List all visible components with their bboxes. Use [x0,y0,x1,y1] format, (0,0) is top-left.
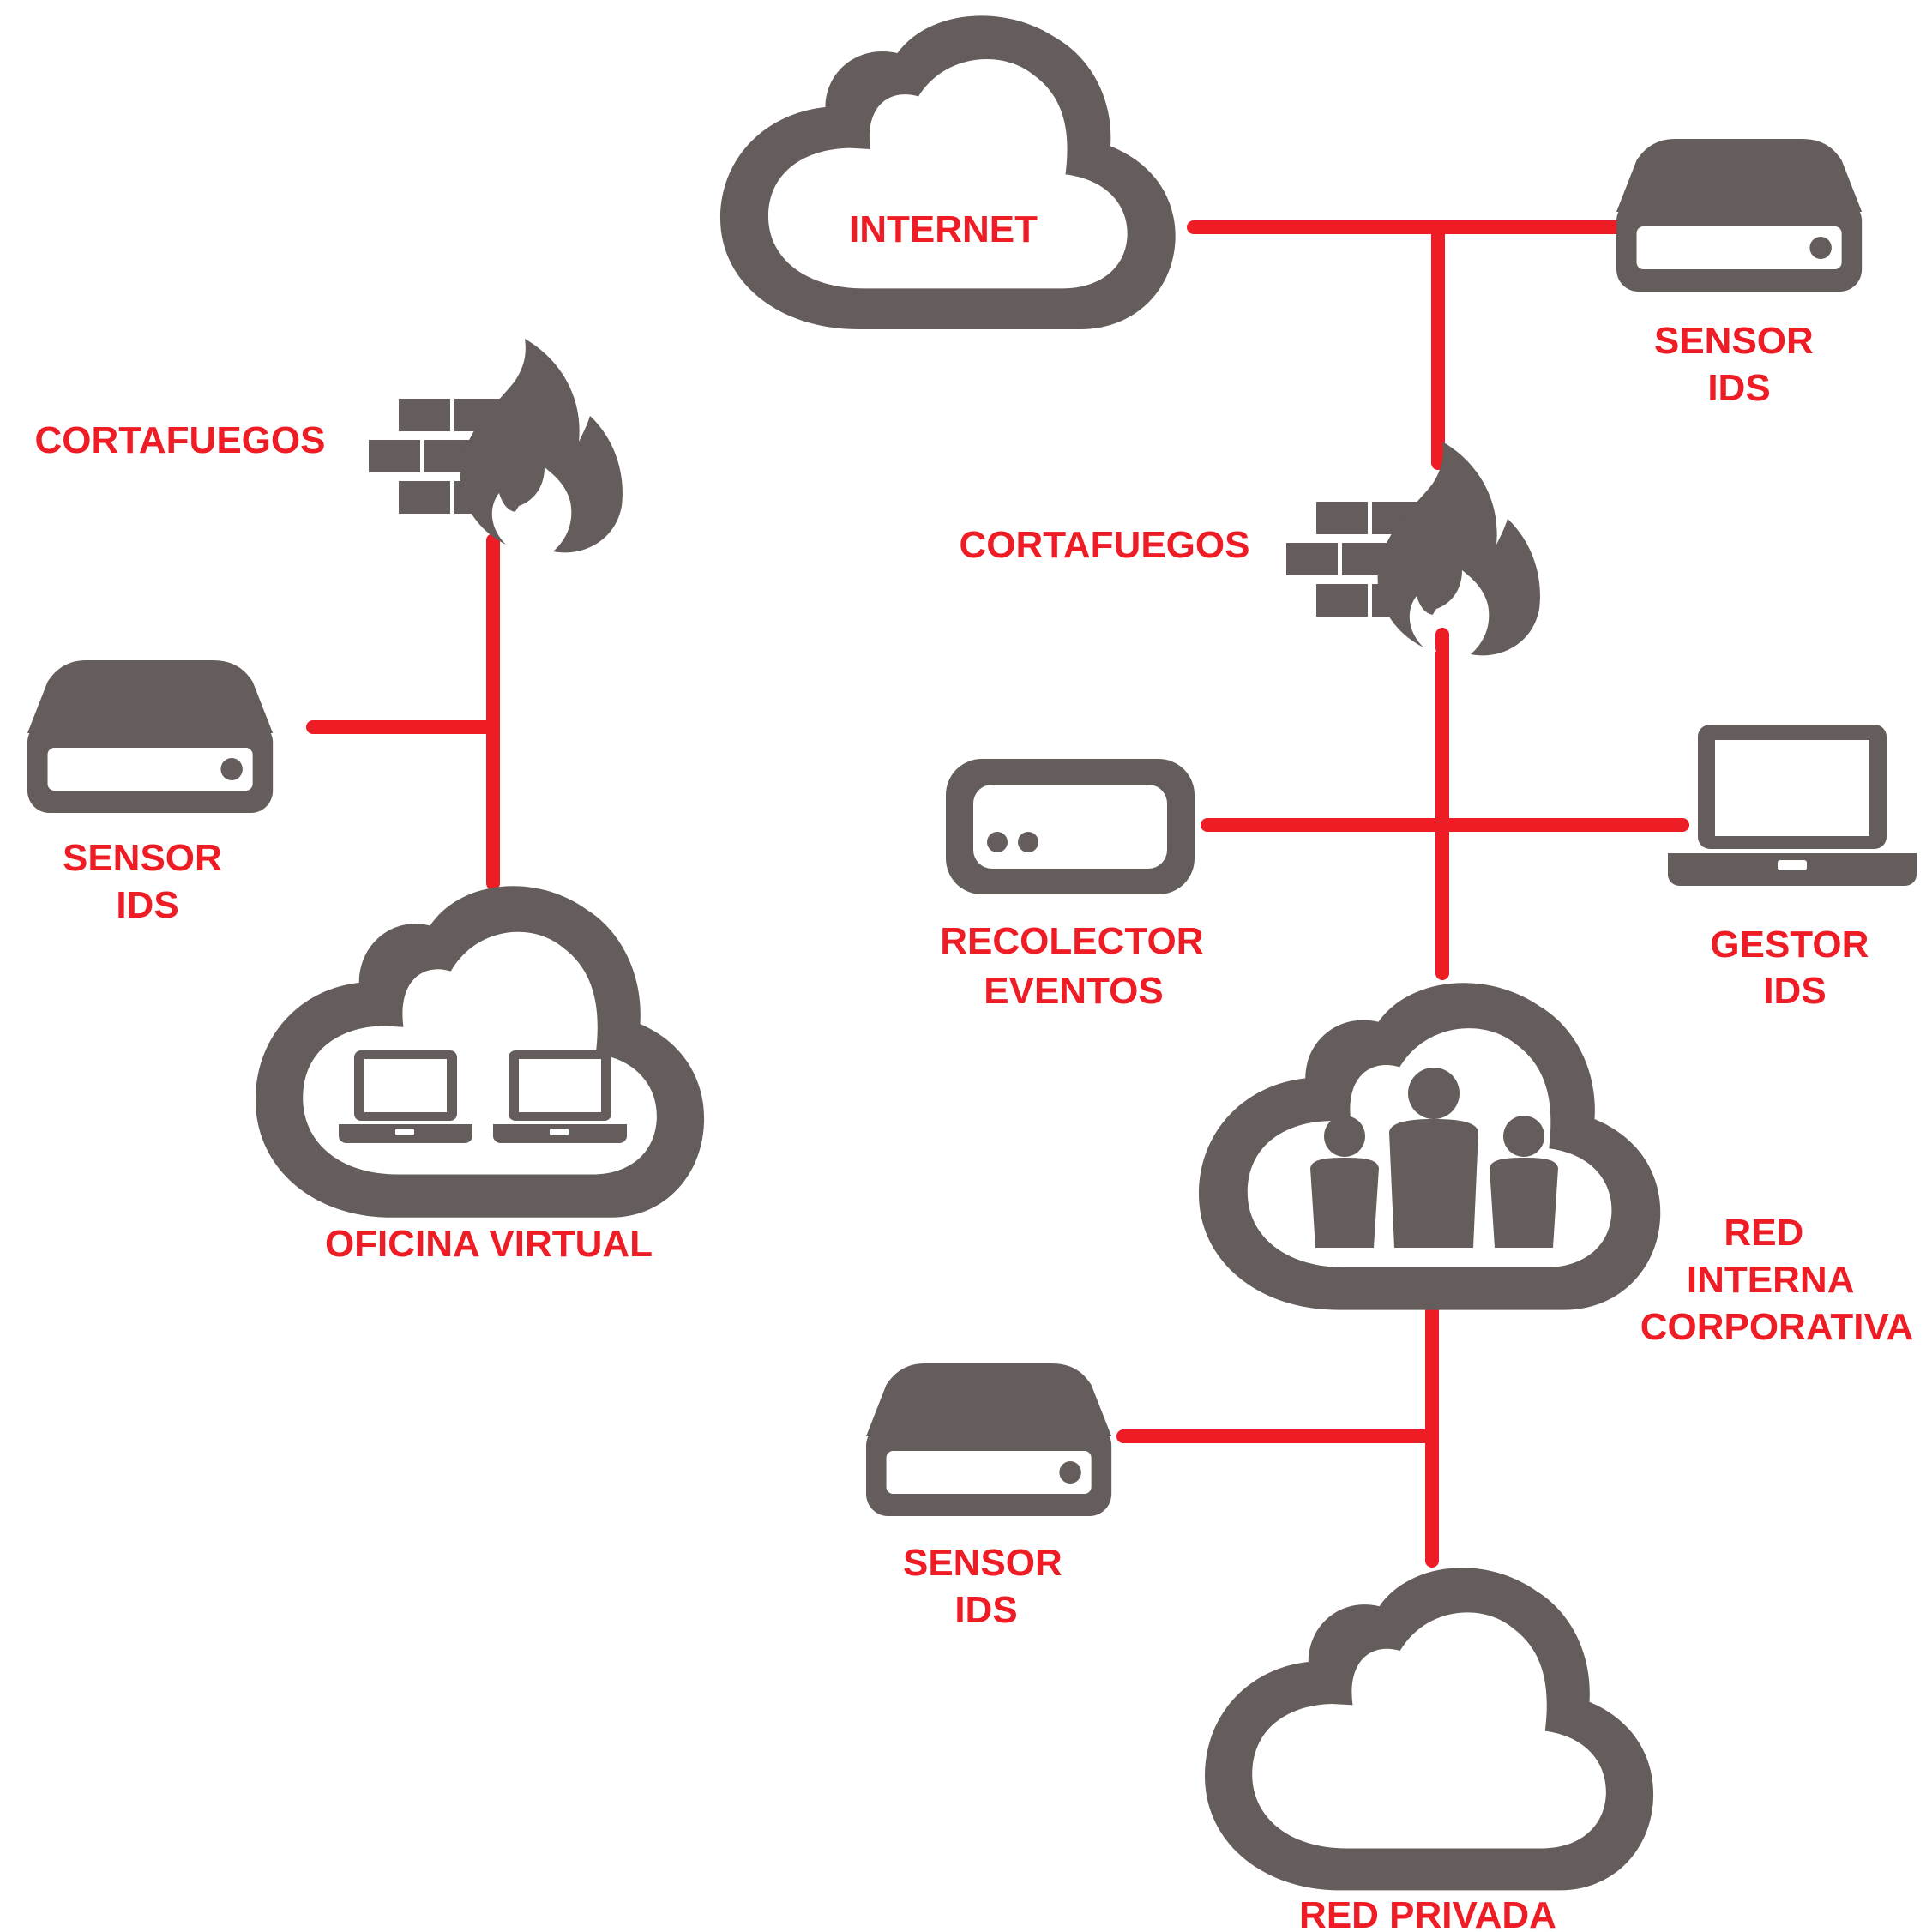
firewall-icon [1286,442,1540,656]
firewall-label: CORTAFUEGOS [960,524,1250,566]
collector-label: RECOLECTOR EVENTOS [940,920,1213,1012]
firewall-label: CORTAFUEGOS [35,419,326,461]
people-group-icon [1310,1068,1558,1248]
sensor-ids-label: SENSOR IDS [1654,320,1824,409]
server-drive-icon [1616,139,1863,292]
laptop-icon [339,1050,472,1143]
corporate-network-label: RED INTERNA CORPORATIVA [1640,1212,1914,1348]
cloud-icon [720,15,1176,329]
server-drive-icon [866,1363,1112,1516]
internet-label: INTERNET [849,208,1038,250]
connection-lines [306,220,1689,1568]
sensor-ids-label: SENSOR IDS [63,837,232,926]
server-drive-icon [27,660,274,813]
manager-label: GESTOR IDS [1710,924,1879,1012]
cloud-icon [1205,1568,1654,1891]
virtual-office-label: OFICINA VIRTUAL [325,1223,653,1265]
sensor-ids-label: SENSOR IDS [903,1542,1073,1631]
private-network-label: RED PRIVADA [1299,1894,1556,1932]
laptop-icon [493,1050,627,1143]
cloud-icon [256,886,705,1218]
router-box-icon [946,759,1195,894]
laptop-icon [1668,725,1917,886]
firewall-icon [369,339,623,553]
